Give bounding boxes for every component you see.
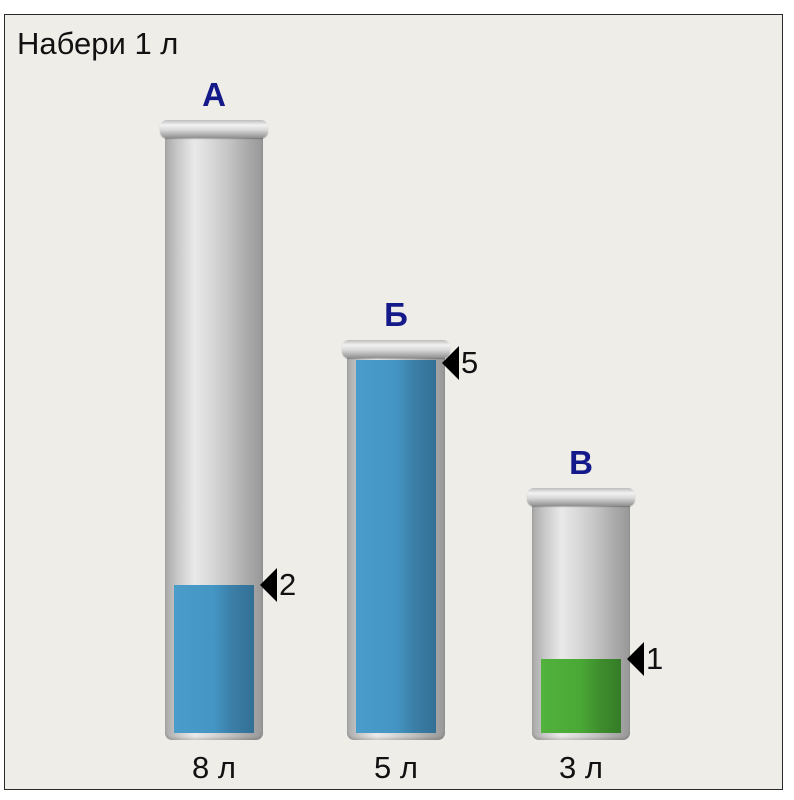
level-arrow-icon: [260, 568, 277, 602]
vessel-a-tube[interactable]: [165, 126, 263, 740]
vessel-c-level-value: 1: [646, 641, 664, 676]
vessel-c-letter: В: [569, 444, 593, 481]
vessel-b-capacity: 5 л: [374, 750, 418, 785]
vessel-a-liquid: [174, 585, 254, 733]
vessel-a-level-value: 2: [279, 567, 297, 602]
vessel-c-rim: [527, 488, 635, 506]
vessel-c[interactable]: В: [527, 446, 635, 740]
vessel-b-tube[interactable]: [347, 346, 445, 740]
vessel-b-rim: [342, 340, 450, 358]
vessel-a-capacity: 8 л: [192, 750, 236, 785]
vessel-c-level-marker: 1: [627, 642, 663, 676]
level-arrow-icon: [627, 642, 644, 676]
vessel-a[interactable]: А: [160, 78, 268, 740]
level-arrow-icon: [442, 346, 459, 380]
vessel-b-letter: Б: [384, 296, 408, 333]
vessel-a-letter: А: [202, 76, 226, 113]
vessel-c-capacity: 3 л: [559, 750, 603, 785]
vessel-b-level-value: 5: [461, 345, 479, 380]
vessel-b-level-marker: 5: [442, 346, 478, 380]
vessel-a-level-marker: 2: [260, 568, 296, 602]
vessel-b-liquid: [356, 360, 436, 733]
vessel-b[interactable]: Б: [342, 298, 450, 740]
task-title: Набери 1 л: [17, 26, 179, 61]
vessel-c-liquid: [541, 659, 621, 733]
vessel-a-rim: [160, 120, 268, 138]
vessel-c-tube[interactable]: [532, 494, 630, 740]
